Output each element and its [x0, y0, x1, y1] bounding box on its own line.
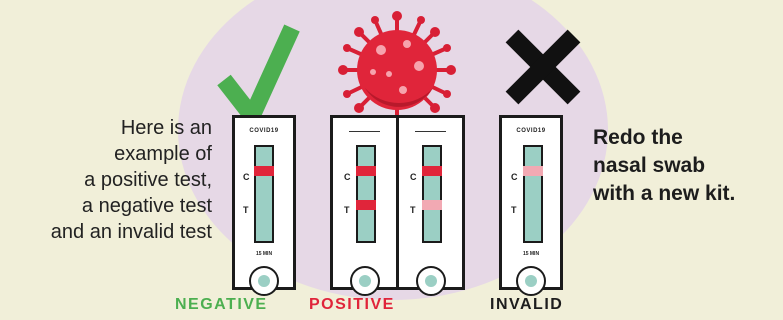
test-line: [422, 200, 442, 210]
cross-icon: [505, 29, 581, 105]
kit-header-line: [415, 131, 446, 132]
test-marker: T: [511, 205, 517, 215]
intro-line: and an invalid test: [50, 221, 212, 243]
test-kit-positive-faint: C T: [396, 115, 465, 296]
intro-text: Here is an example of a positive test, a…: [0, 115, 212, 245]
sample-well: [516, 266, 546, 296]
sample-well: [415, 266, 446, 296]
test-marker: T: [344, 205, 350, 215]
invalid-label: INVALID: [490, 296, 564, 313]
control-marker: C: [410, 172, 417, 182]
redo-instruction: Redo the nasal swab with a new kit.: [593, 124, 783, 208]
test-strip: [422, 145, 442, 243]
control-line: [254, 166, 274, 176]
kit-brand: COVID19: [249, 128, 279, 134]
test-marker: T: [243, 205, 249, 215]
test-kit-positive: C T: [330, 115, 399, 296]
intro-line: example of: [114, 143, 212, 165]
control-marker: C: [511, 172, 518, 182]
redo-line: nasal swab: [593, 154, 706, 177]
test-strip: [523, 145, 543, 243]
intro-line: Here is an: [120, 117, 212, 139]
control-line: [356, 166, 376, 176]
control-marker: C: [243, 172, 250, 182]
redo-line: Redo the: [593, 126, 683, 149]
virus-icon: [338, 11, 456, 129]
kit-timer: 15 MIN: [522, 251, 540, 257]
test-kit-invalid: COVID19 C T 15 MIN: [499, 115, 563, 296]
sample-well: [249, 266, 279, 296]
kit-header-line: [349, 131, 380, 132]
test-marker: T: [410, 205, 416, 215]
positive-label: POSITIVE: [309, 296, 395, 313]
intro-line: a positive test,: [84, 169, 212, 191]
sample-well: [349, 266, 380, 296]
control-line: [523, 166, 543, 176]
intro-line: a negative test: [81, 195, 212, 217]
redo-line: with a new kit.: [593, 182, 736, 205]
checkmark-icon: [217, 24, 300, 133]
control-marker: C: [344, 172, 351, 182]
test-kit-negative: COVID19 C T 15 MIN: [232, 115, 296, 296]
kit-brand: COVID19: [516, 128, 546, 134]
negative-label: NEGATIVE: [175, 296, 268, 313]
kit-timer: 15 MIN: [255, 251, 273, 257]
control-line: [422, 166, 442, 176]
test-line: [356, 200, 376, 210]
test-strip: [356, 145, 376, 243]
test-strip: [254, 145, 274, 243]
